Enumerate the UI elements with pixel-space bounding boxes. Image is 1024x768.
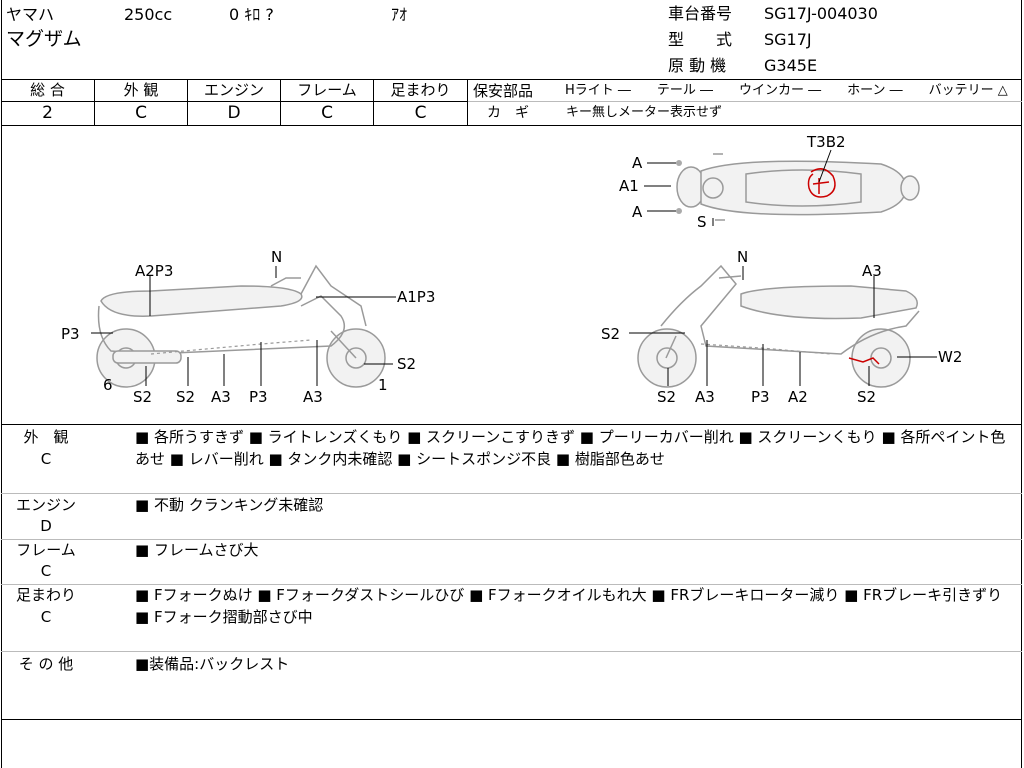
divider-header	[1, 79, 1022, 80]
label-right-a3: A3	[695, 388, 715, 406]
label-left-a3-b: A3	[303, 388, 323, 406]
label-top-t3b2: T3B2	[806, 133, 846, 151]
grade-sep-3	[280, 79, 281, 125]
type-value: SG17J	[764, 30, 812, 49]
section-frame-grade: C	[40, 562, 52, 580]
label-right-s2-a: S2	[657, 388, 676, 406]
label-left-s2-b: S2	[176, 388, 195, 406]
divider-sec2	[1, 539, 1022, 540]
frame-right	[1021, 0, 1022, 768]
label-left-a2p3: A2P3	[135, 262, 173, 280]
divider-sec4	[1, 651, 1022, 652]
section-engine-grade: D	[40, 517, 52, 535]
grade-header-frame: フレーム	[297, 81, 357, 99]
divider-safety-mid	[467, 101, 1022, 102]
label-top-s: S	[697, 213, 707, 231]
label-left-a1p3: A1P3	[397, 288, 435, 306]
type-label: 型 式	[668, 30, 733, 49]
section-suspension-grade: C	[40, 608, 52, 626]
grade-header-overall: 総 合	[30, 81, 65, 99]
grade-sep-1	[94, 79, 95, 125]
section-other-label: そ の 他	[18, 655, 74, 673]
label-left-1: 1	[378, 376, 388, 394]
divider-diagram-bottom	[1, 424, 1022, 425]
grade-header-engine: エンジン	[203, 81, 264, 99]
color: ｱｵ	[391, 5, 408, 24]
divider-grades-bottom	[1, 125, 1022, 126]
section-exterior-label: 外 観	[23, 428, 69, 446]
divider-sec1	[1, 493, 1022, 494]
label-left-p3: P3	[249, 388, 268, 406]
grade-header-suspension: 足まわり	[390, 81, 451, 99]
label-right-w2: W2	[938, 348, 962, 366]
displacement: 250cc	[124, 5, 173, 24]
label-left-s2-wheel: S2	[397, 355, 416, 373]
section-exterior-text: ■ 各所うすきず ■ ライトレンズくもり ■ スクリーンこすりきず ■ プーリー…	[135, 428, 1006, 468]
section-exterior-grade: C	[40, 450, 52, 468]
label-right-s2-front: S2	[601, 325, 620, 343]
grade-sep-5	[467, 79, 468, 125]
label-left-s2-a: S2	[133, 388, 152, 406]
section-engine-label: エンジン	[15, 496, 76, 514]
grade-sep-2	[187, 79, 188, 125]
divider-grade-mid	[1, 101, 467, 102]
model-name: マグザム	[6, 28, 82, 50]
grade-value-engine: D	[227, 103, 241, 123]
engine-label: 原 動 機	[668, 56, 727, 75]
section-suspension-text: ■ Fフォークぬけ ■ Fフォークダストシールひび ■ Fフォークオイルもれ大 …	[135, 586, 1003, 626]
divider-sec3	[1, 584, 1022, 585]
grade-value-exterior: C	[135, 103, 147, 123]
frame-no: SG17J-004030	[764, 4, 878, 23]
grade-header-exterior: 外 観	[123, 81, 159, 99]
right-side-scooter	[637, 264, 920, 388]
maker: ヤマハ	[6, 5, 55, 24]
label-top-a-2: A	[632, 203, 643, 221]
frame-no-label: 車台番号	[668, 4, 733, 23]
left-side-scooter	[96, 264, 386, 388]
label-right-a2: A2	[788, 388, 808, 406]
label-left-6: 6	[103, 376, 113, 394]
label-right-p3: P3	[751, 388, 770, 406]
label-left-p3-front: P3	[61, 325, 80, 343]
label-right-a3-top: A3	[862, 262, 882, 280]
key-value: キー無しメーター表示せず	[566, 105, 723, 120]
label-right-n: N	[737, 248, 748, 266]
grade-value-frame: C	[321, 103, 333, 123]
engine-value: G345E	[764, 56, 818, 75]
mileage: 0 ｷﾛ ?	[229, 5, 274, 24]
label-left-n: N	[271, 248, 282, 266]
label-top-a-1: A	[632, 154, 643, 172]
section-engine-text: ■ 不動 クランキング未確認	[135, 496, 324, 514]
safety-items: Hライト ― テール ― ウインカー ― ホーン ― バッテリー △	[565, 83, 1008, 98]
section-frame-label: フレーム	[16, 541, 76, 559]
grade-sep-4	[373, 79, 374, 125]
section-suspension-label: 足まわり	[15, 586, 76, 604]
top-view-scooter	[676, 153, 920, 221]
divider-footer	[1, 719, 1022, 720]
label-right-s2-b: S2	[857, 388, 876, 406]
label-left-a3-a: A3	[211, 388, 231, 406]
safety-label: 保安部品	[473, 82, 534, 100]
key-label: カ ギ	[487, 105, 529, 121]
damage-diagram: T3B2 A A1 A S N A2P3 A1P3 P3 S2 6 1 S2 S…	[61, 133, 962, 406]
grade-value-overall: 2	[42, 103, 53, 123]
grade-value-suspension: C	[414, 103, 427, 123]
section-frame-text: ■ フレームさび大	[135, 541, 259, 559]
label-top-a1: A1	[619, 177, 639, 195]
frame-left	[1, 0, 2, 768]
section-other-text: ■装備品:バックレスト	[135, 655, 290, 673]
